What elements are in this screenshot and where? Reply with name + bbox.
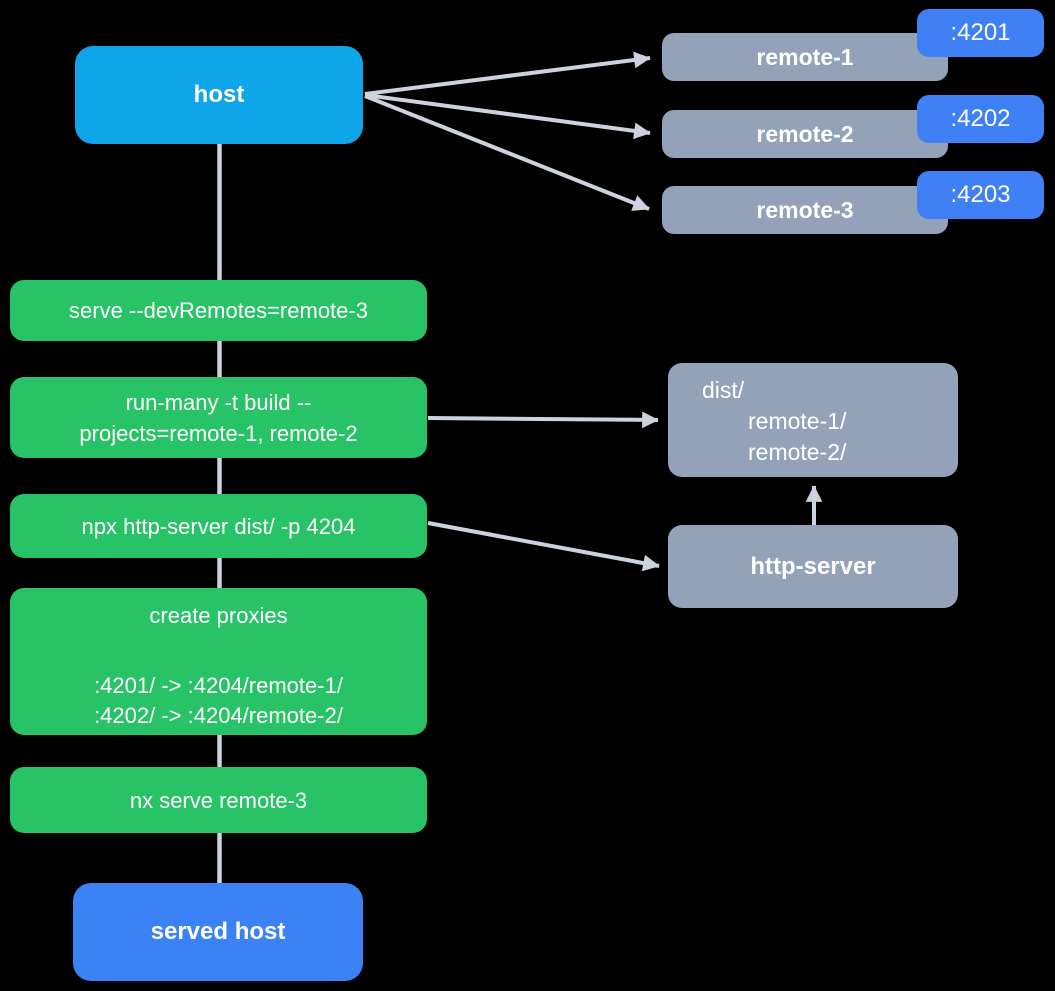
proxy-mapping-4201: :4201/ -> :4204/remote-1/ bbox=[94, 673, 343, 698]
remote-1-label: remote-1 bbox=[756, 43, 854, 70]
command-nx-serve-remote-3: nx serve remote-3 bbox=[10, 767, 427, 833]
served-host-label: served host bbox=[150, 918, 286, 945]
port-badge-4202: :4202 bbox=[917, 95, 1044, 143]
command-run-many-line-2: projects=remote-1, remote-2 bbox=[79, 420, 358, 446]
proxy-mapping-4202: :4202/ -> :4204/remote-2/ bbox=[94, 703, 343, 728]
command-serve-devremotes: serve --devRemotes=remote-3 bbox=[10, 280, 427, 341]
node-served-host: served host bbox=[73, 883, 363, 981]
command-nx-serve-remote-3-text: nx serve remote-3 bbox=[129, 787, 308, 813]
port-badge-4203: :4203 bbox=[917, 171, 1044, 219]
node-remote-3: remote-3 bbox=[662, 186, 948, 234]
port-4201-label: :4201 bbox=[950, 19, 1011, 46]
port-4202-label: :4202 bbox=[950, 105, 1011, 132]
host-label: host bbox=[193, 81, 245, 108]
port-4203-label: :4203 bbox=[950, 181, 1011, 208]
node-remote-1: remote-1 bbox=[662, 33, 948, 81]
node-http-server: http-server bbox=[668, 525, 958, 608]
http-server-label: http-server bbox=[750, 552, 876, 580]
arrow-runmany-to-dist bbox=[427, 411, 659, 429]
arrow-host-to-remote-1 bbox=[364, 51, 651, 96]
arrow-httpcmd-to-httpserver bbox=[427, 521, 660, 572]
node-dist-folder: dist/ remote-1/ remote-2/ bbox=[668, 363, 958, 477]
create-proxies-title: create proxies bbox=[149, 603, 288, 628]
dist-entry-remote-1: remote-1/ bbox=[748, 408, 847, 434]
arrow-host-to-remote-2 bbox=[364, 93, 651, 140]
remote-3-label: remote-3 bbox=[756, 196, 854, 223]
node-host: host bbox=[75, 46, 363, 144]
command-npx-http-server: npx http-server dist/ -p 4204 bbox=[10, 494, 427, 558]
command-run-many-build: run-many -t build -- projects=remote-1, … bbox=[10, 377, 427, 458]
port-badge-4201: :4201 bbox=[917, 9, 1044, 57]
arrow-host-to-remote-3 bbox=[364, 94, 650, 211]
command-serve-devremotes-text: serve --devRemotes=remote-3 bbox=[69, 298, 368, 323]
command-npx-http-server-text: npx http-server dist/ -p 4204 bbox=[81, 513, 356, 539]
command-create-proxies: create proxies :4201/ -> :4204/remote-1/… bbox=[10, 588, 427, 735]
remote-2-label: remote-2 bbox=[756, 120, 854, 147]
dist-entry-remote-2: remote-2/ bbox=[748, 439, 847, 465]
dist-folder-title: dist/ bbox=[702, 377, 745, 403]
command-run-many-line-1: run-many -t build -- bbox=[125, 389, 312, 415]
node-remote-2: remote-2 bbox=[662, 110, 948, 158]
